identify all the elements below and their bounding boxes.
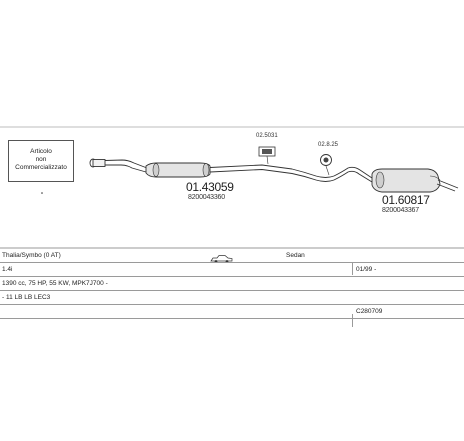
table-divider [352,314,353,327]
table-row: 1.4i 01/99 - [0,263,464,277]
rear-pipe-icon [333,166,373,183]
rear-silencer-number: 01.60817 [382,193,430,207]
table-row: - 11 LB LB LEC3 [0,291,464,305]
table-row: C280709 [0,305,464,319]
table-row: Thalia/Symbo (0 AT) Sedan [0,249,464,263]
not-commercialized-note: Articolo non Commercializzato [8,140,74,182]
front-pipe-oem: 8200043360 [188,194,225,201]
ring-icon [320,154,332,176]
vehicle-engine-size: 1.4i [2,266,13,273]
vehicle-model: Thalia/Symbo (0 AT) [2,252,61,259]
rear-silencer-icon [371,168,441,193]
note-line-3: Commercializzato [15,164,67,171]
catalogue-code: C280709 [356,308,383,315]
front-flange-icon [89,158,106,168]
middle-pipe-icon [209,164,335,182]
note-line-1: Articolo [30,148,52,155]
vehicle-body-type: Sedan [286,252,305,259]
rear-silencer-oem: 8200043367 [382,207,419,214]
clamp-label: 02.5031 [256,133,278,139]
ring-label: 02.8.25 [318,142,339,148]
central-silencer-icon [145,162,211,178]
vehicle-date-range: 01/99 - [356,266,377,273]
vehicle-info-table: Thalia/Symbo (0 AT) Sedan 1.4i 01/99 - 1… [0,249,464,319]
note-line-2: non [35,156,47,163]
front-pipe-number: 01.43059 [186,180,234,194]
vehicle-emission: - 11 LB LB LEC3 [2,294,51,301]
front-pipe-icon [104,159,148,173]
table-row: 1390 cc, 75 HP, 55 KW, MPK7J700 - [0,277,464,291]
tailpipe-icon [436,179,459,192]
note-dot [41,192,43,194]
table-divider [352,262,353,275]
clamp-icon [258,146,276,165]
vehicle-engine-spec: 1390 cc, 75 HP, 55 KW, MPK7J700 - [2,280,108,287]
